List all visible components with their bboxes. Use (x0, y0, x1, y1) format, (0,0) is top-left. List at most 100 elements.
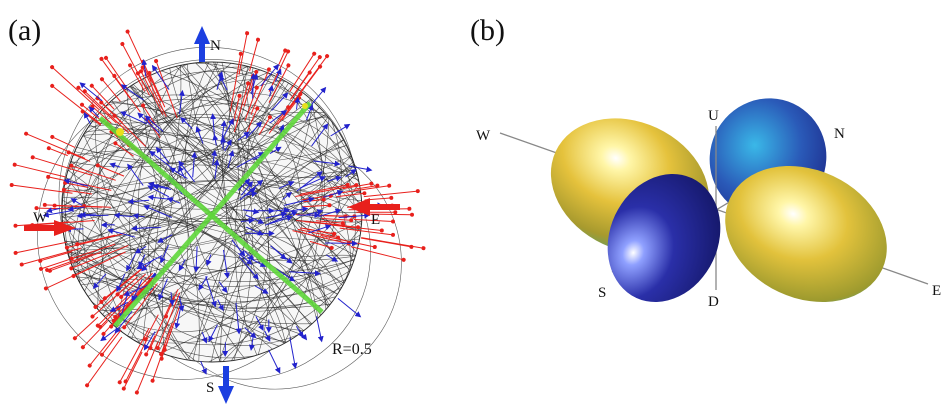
great-circle (84, 185, 362, 292)
compression-arrow (282, 191, 293, 200)
compression-arrow (178, 295, 185, 312)
compression-arrow (264, 330, 271, 342)
compression-arrow (141, 59, 148, 77)
radius-label: R=0.5 (332, 341, 372, 358)
north-label: N (210, 38, 221, 54)
compression-arrow (123, 284, 149, 296)
west-label: W (33, 210, 48, 226)
great-circle (69, 258, 336, 309)
north-label-b: N (834, 126, 845, 142)
compression-arrow (243, 208, 260, 215)
north-arrow (194, 26, 210, 62)
great-circle (91, 72, 325, 333)
compression-arrow (255, 316, 264, 331)
compression-arrow (127, 198, 150, 205)
compression-arrow (178, 89, 185, 114)
compression-arrow (138, 254, 146, 268)
extension-arrow (229, 51, 243, 112)
compression-arrow (160, 244, 169, 264)
compression-arrow (107, 228, 136, 238)
great-circle (98, 234, 361, 311)
compression-arrow (63, 178, 89, 187)
compression-arrow (151, 64, 170, 90)
great-circle (99, 112, 340, 291)
great-circle (74, 82, 289, 273)
compression-arrow (211, 149, 218, 166)
compression-arrows (42, 59, 384, 375)
extension-arrow (243, 74, 256, 107)
extension-arrow (112, 113, 146, 147)
great-circle (65, 163, 355, 210)
extension-arrow (233, 81, 251, 133)
compression-arrow (326, 254, 339, 262)
extension-arrow (126, 279, 153, 309)
extension-arrow (24, 131, 86, 159)
compression-arrow (268, 84, 274, 97)
compression-arrow (295, 325, 304, 338)
compression-arrow (231, 239, 246, 257)
compression-arrow (308, 224, 332, 234)
extension-arrow (363, 189, 420, 198)
extension-arrow (9, 183, 73, 194)
extension-arrow (30, 155, 93, 176)
great-circle (74, 113, 326, 164)
compression-arrow (42, 210, 73, 218)
compression-arrow (330, 123, 351, 137)
compression-arrow (213, 159, 220, 179)
compression-arrow (137, 112, 160, 134)
great-circle (62, 219, 355, 282)
pole-marker-2 (302, 103, 308, 109)
compression-arrow (216, 71, 224, 90)
great-circle (72, 221, 343, 286)
compression-arrow (227, 150, 235, 169)
compression-arrow (313, 160, 341, 167)
extension-arrow (250, 67, 271, 115)
compression-arrow (79, 211, 97, 218)
compression-arrow (169, 167, 188, 180)
great-circle (102, 109, 358, 211)
compression-arrow (116, 273, 126, 293)
compression-arrow (264, 215, 293, 226)
compression-arrow (246, 256, 267, 267)
extension-arrow (232, 93, 242, 124)
great-circle (64, 70, 359, 265)
compression-arrow (338, 212, 371, 219)
compression-arrow (205, 276, 217, 308)
great-circle (175, 66, 271, 355)
compression-arrow (178, 259, 186, 272)
south-arrow (218, 366, 234, 404)
extension-arrow (30, 220, 95, 228)
great-circle (62, 206, 329, 307)
extension-arrow (135, 71, 151, 96)
compression-arrow (200, 361, 207, 375)
extension-arrow (360, 237, 414, 249)
west-label-b: W (476, 128, 491, 144)
great-circle (118, 64, 250, 330)
compression-arrow (217, 299, 224, 312)
great-circle (93, 119, 330, 306)
extension-arrow (50, 134, 76, 149)
compression-arrow (240, 217, 255, 224)
compression-arrow (265, 211, 288, 219)
compression-arrow (299, 176, 326, 189)
extension-arrow (13, 241, 67, 255)
compression-arrow (155, 146, 170, 164)
extension-arrow (154, 59, 178, 119)
extension-arrow (139, 69, 164, 115)
compression-arrow (220, 136, 227, 150)
up-label: U (708, 108, 719, 124)
extension-arrow (12, 162, 66, 178)
compression-arrow (245, 121, 263, 139)
compression-arrow (149, 150, 173, 169)
great-circle (92, 121, 351, 271)
great-circle (204, 62, 319, 319)
extension-arrow (150, 344, 166, 383)
compression-arrow (180, 117, 193, 129)
great-circle (97, 66, 248, 310)
compression-arrow (337, 298, 362, 318)
compression-arrow (260, 63, 280, 87)
compression-arrow (275, 68, 282, 82)
compression-arrow (191, 151, 198, 178)
compression-arrow (147, 185, 170, 198)
extension-arrow (155, 292, 181, 351)
